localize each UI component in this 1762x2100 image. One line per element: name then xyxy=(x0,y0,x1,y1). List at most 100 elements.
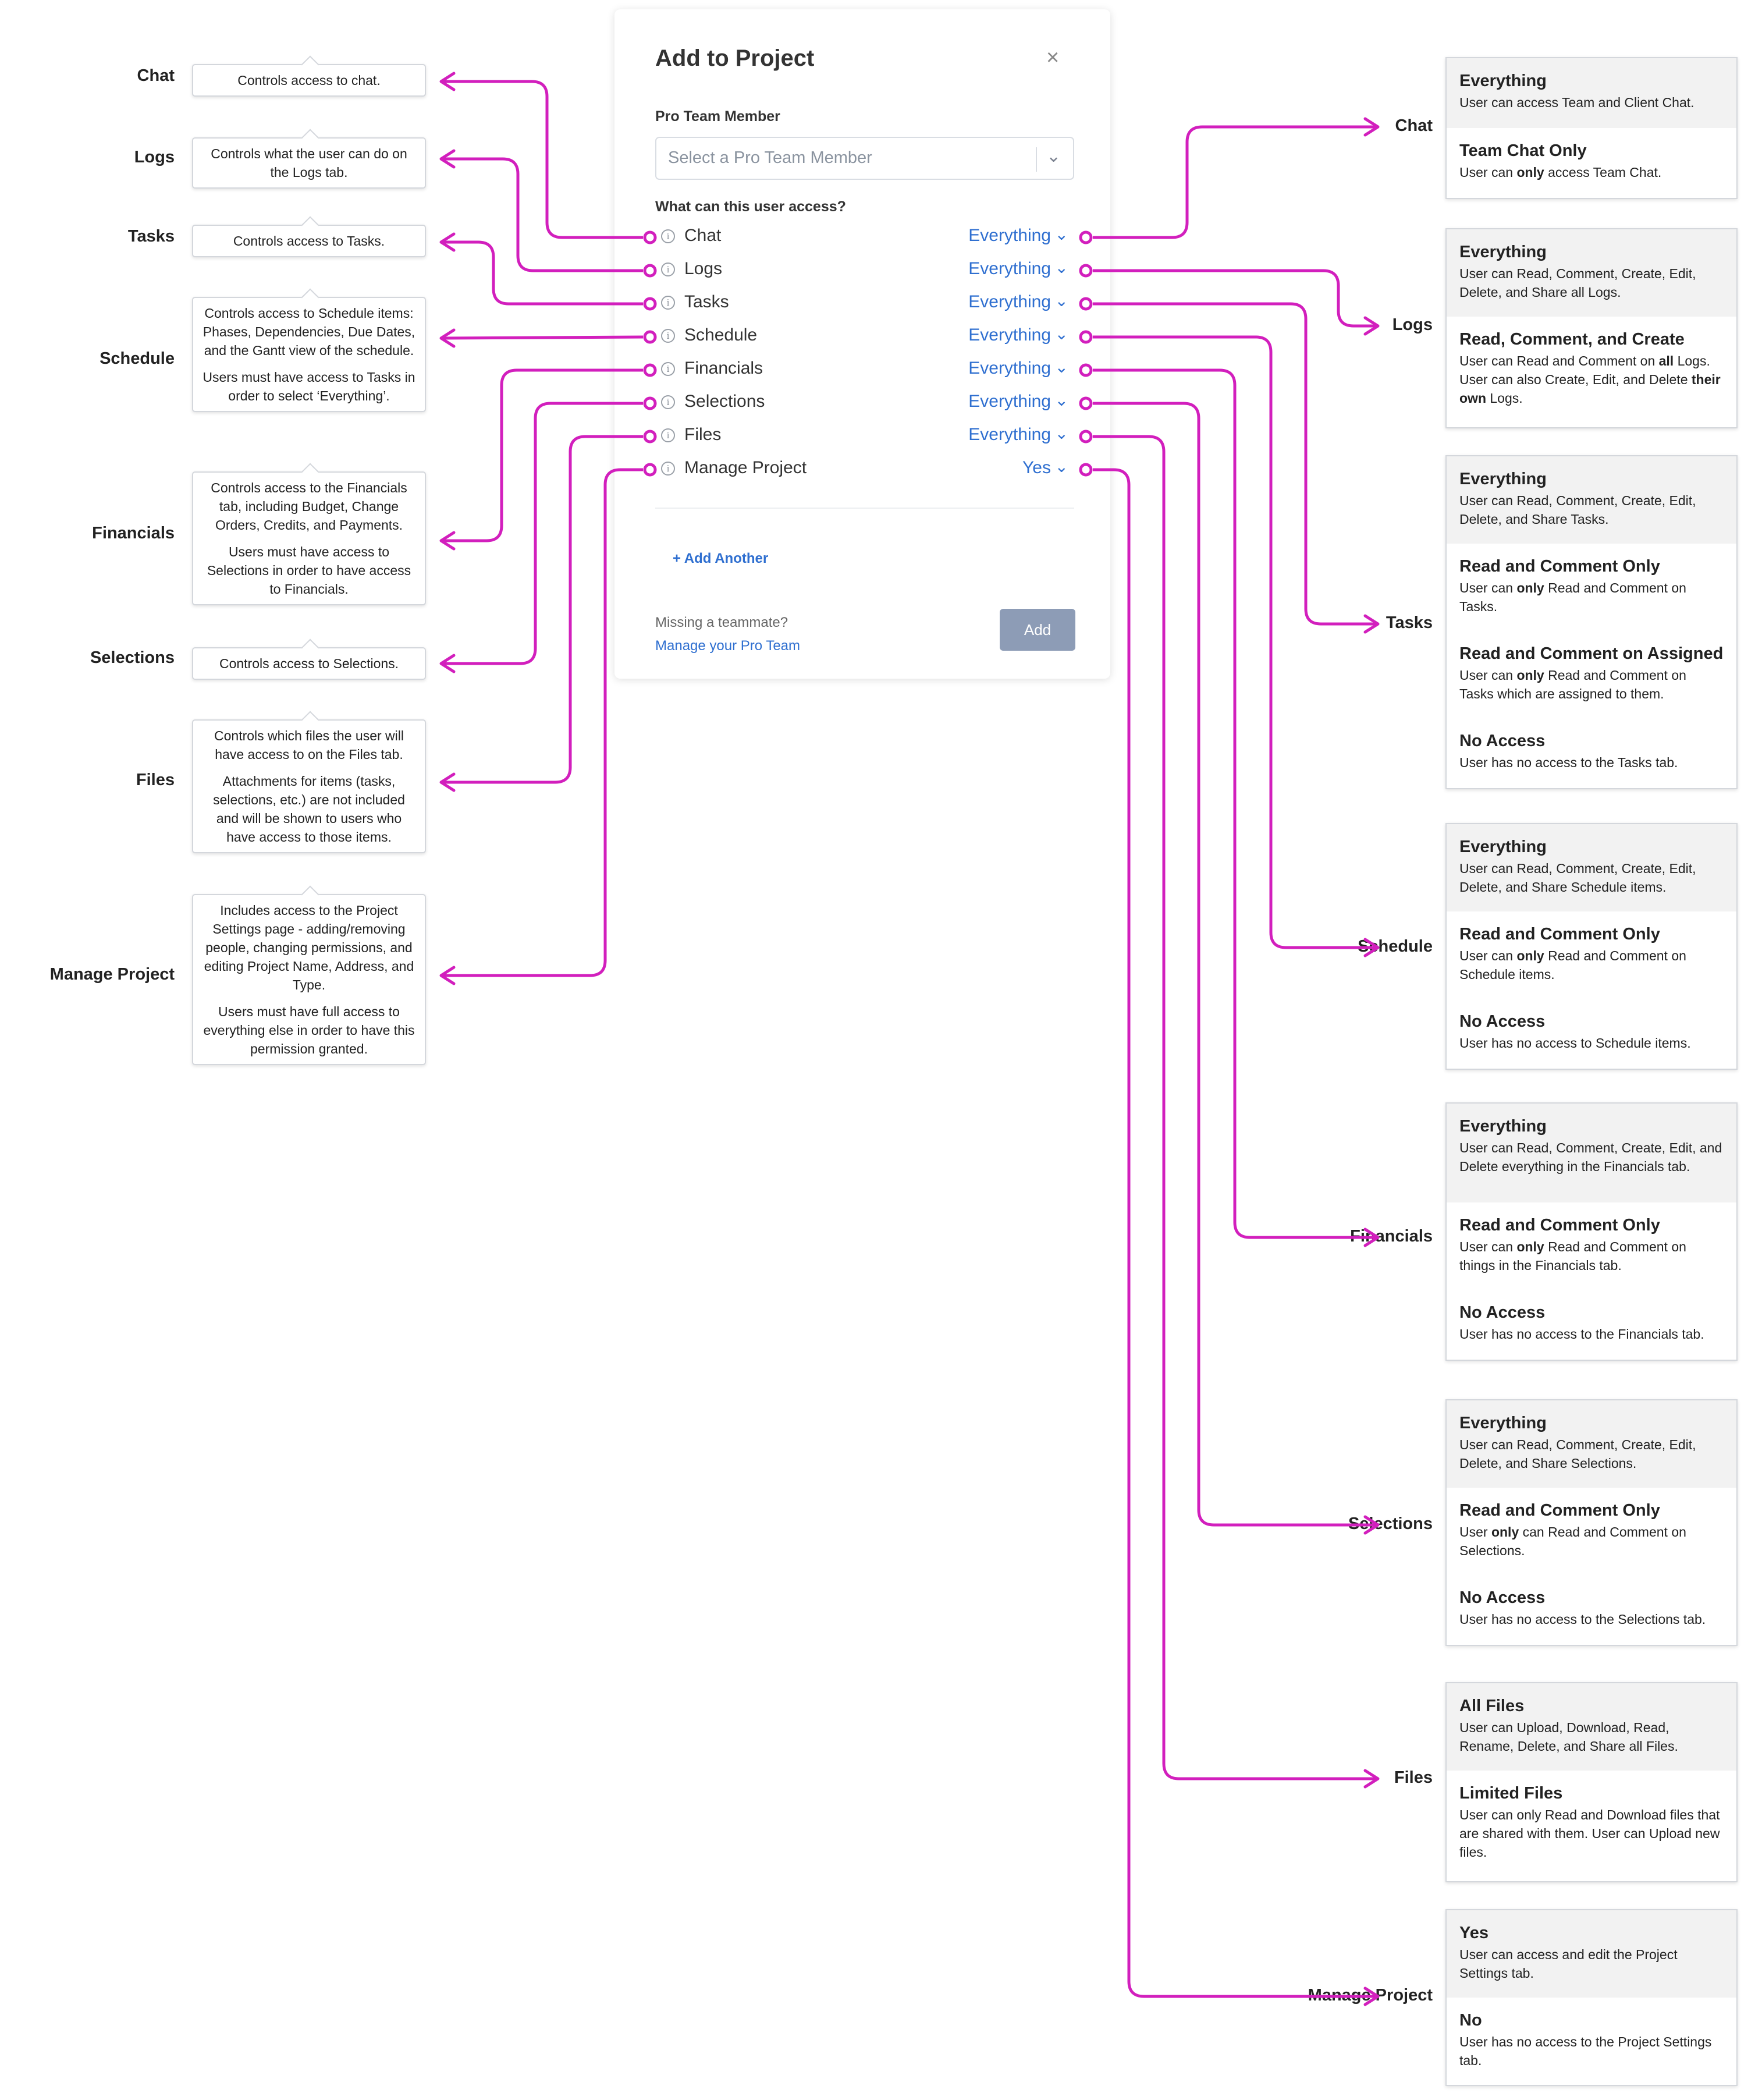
option-title: Yes xyxy=(1459,1924,1489,1942)
manage-pro-team-link[interactable]: Manage your Pro Team xyxy=(655,638,801,654)
tooltip-text: Users must have access to Tasks in order… xyxy=(203,370,415,403)
option-title: No Access xyxy=(1459,1588,1546,1607)
permission-value-dropdown[interactable]: Everything xyxy=(968,292,1051,311)
right-wire-manage-project xyxy=(1093,468,1378,1998)
chevron-down-icon[interactable]: ⌄ xyxy=(1054,325,1068,343)
permission-row-chat: i Chat Everything⌄ xyxy=(655,225,1086,254)
arrow-head-schedule xyxy=(439,328,456,348)
left-label-files: Files xyxy=(136,771,175,789)
chevron-down-icon[interactable]: ⌄ xyxy=(1054,457,1068,476)
arrow-head-selections xyxy=(439,654,456,673)
pro-team-member-select[interactable]: Select a Pro Team Member ⌄ xyxy=(655,137,1074,180)
divider xyxy=(655,508,1074,509)
left-wire-tasks xyxy=(441,240,643,306)
pro-team-member-label: Pro Team Member xyxy=(655,108,780,125)
tooltip-text: Controls access to chat. xyxy=(237,73,381,88)
permission-name: Logs xyxy=(684,259,723,278)
arrow-head-logs xyxy=(439,149,456,169)
close-icon[interactable]: × xyxy=(1046,45,1060,70)
select-separator xyxy=(1036,147,1037,172)
left-wire-logs xyxy=(441,157,643,272)
info-icon[interactable]: i xyxy=(661,428,675,442)
tooltip-tasks: Controls access to Tasks. xyxy=(192,225,426,257)
option-description: User has no access to the Tasks tab. xyxy=(1459,755,1678,770)
info-icon[interactable]: i xyxy=(661,462,675,476)
permission-name: Chat xyxy=(684,226,722,245)
tooltip-text: Controls access to Selections. xyxy=(219,656,399,671)
permission-value-dropdown[interactable]: Everything xyxy=(968,392,1051,411)
option-description: User can only Read and Download files th… xyxy=(1459,1807,1720,1860)
tooltip-text: Includes access to the Project Settings … xyxy=(204,903,414,992)
tooltip-chat: Controls access to chat. xyxy=(192,64,426,97)
option-title: Everything xyxy=(1459,470,1547,488)
left-label-financials: Financials xyxy=(92,524,175,542)
tooltip-text: Controls which files the user will have … xyxy=(214,728,404,762)
add-another-link[interactable]: + Add Another xyxy=(673,551,769,566)
permission-value-dropdown[interactable]: Everything xyxy=(968,259,1051,278)
option-title: Read and Comment on Assigned xyxy=(1459,644,1724,663)
right-label-files: Files xyxy=(1394,1768,1433,1787)
option-title: Read and Comment Only xyxy=(1459,1501,1660,1520)
chevron-down-icon[interactable]: ⌄ xyxy=(1054,424,1068,442)
permission-value-dropdown[interactable]: Everything xyxy=(968,226,1051,245)
option-title: Read and Comment Only xyxy=(1459,1216,1660,1235)
option-description: User can Read and Comment on all Logs. U… xyxy=(1459,353,1721,406)
permission-row-manage-project: i Manage Project Yes⌄ xyxy=(655,457,1086,486)
info-icon[interactable]: i xyxy=(661,329,675,343)
permission-value-dropdown[interactable]: Everything xyxy=(968,325,1051,345)
arrow-head-manage-project xyxy=(439,966,456,985)
left-wire-financials xyxy=(441,368,643,542)
arrow-head-right-tasks xyxy=(1363,614,1380,634)
permission-name: Manage Project xyxy=(684,458,807,477)
option-description: User can only Read and Comment on Tasks. xyxy=(1459,580,1686,614)
permission-name: Tasks xyxy=(684,292,729,311)
info-icon[interactable]: i xyxy=(661,395,675,409)
info-icon[interactable]: i xyxy=(661,296,675,310)
permission-row-financials: i Financials Everything⌄ xyxy=(655,357,1086,386)
chevron-down-icon[interactable]: ⌄ xyxy=(1054,358,1068,376)
permission-value-dropdown[interactable]: Everything xyxy=(968,359,1051,378)
chevron-down-icon[interactable]: ⌄ xyxy=(1054,292,1068,310)
chevron-down-icon[interactable]: ⌄ xyxy=(1054,258,1068,276)
info-icon[interactable]: i xyxy=(661,362,675,376)
left-label-chat: Chat xyxy=(137,66,175,85)
option-title: Everything xyxy=(1459,1117,1547,1136)
info-icon[interactable]: i xyxy=(661,262,675,276)
option-description: User can only access Team Chat. xyxy=(1459,165,1662,180)
tooltip-financials: Controls access to the Financials tab, i… xyxy=(192,471,426,605)
permission-value-dropdown[interactable]: Yes xyxy=(1022,458,1051,477)
option-description: User can Read, Comment, Create, Edit, De… xyxy=(1459,493,1696,527)
chevron-down-icon[interactable]: ⌄ xyxy=(1054,391,1068,409)
chevron-down-icon[interactable]: ⌄ xyxy=(1054,225,1068,243)
add-button[interactable]: Add xyxy=(1000,609,1075,651)
arrow-head-right-chat xyxy=(1363,117,1380,137)
info-icon[interactable]: i xyxy=(661,229,675,243)
permission-name: Financials xyxy=(684,359,763,378)
tooltip-files: Controls which files the user will have … xyxy=(192,719,426,853)
permission-name: Schedule xyxy=(684,325,758,345)
right-label-chat: Chat xyxy=(1395,116,1433,135)
option-title: No Access xyxy=(1459,1303,1546,1322)
option-description: User has no access to Schedule items. xyxy=(1459,1035,1691,1051)
permission-value-dropdown[interactable]: Everything xyxy=(968,425,1051,444)
option-title: Read and Comment Only xyxy=(1459,925,1660,943)
option-description: User can Read, Comment, Create, Edit, an… xyxy=(1459,1140,1722,1174)
option-title: Limited Files xyxy=(1459,1784,1563,1803)
option-title: Everything xyxy=(1459,243,1547,261)
right-label-financials: Financials xyxy=(1350,1227,1433,1246)
option-description: User has no access to the Selections tab… xyxy=(1459,1612,1706,1627)
option-title: Read and Comment Only xyxy=(1459,557,1660,576)
right-label-selections: Selections xyxy=(1348,1514,1433,1533)
